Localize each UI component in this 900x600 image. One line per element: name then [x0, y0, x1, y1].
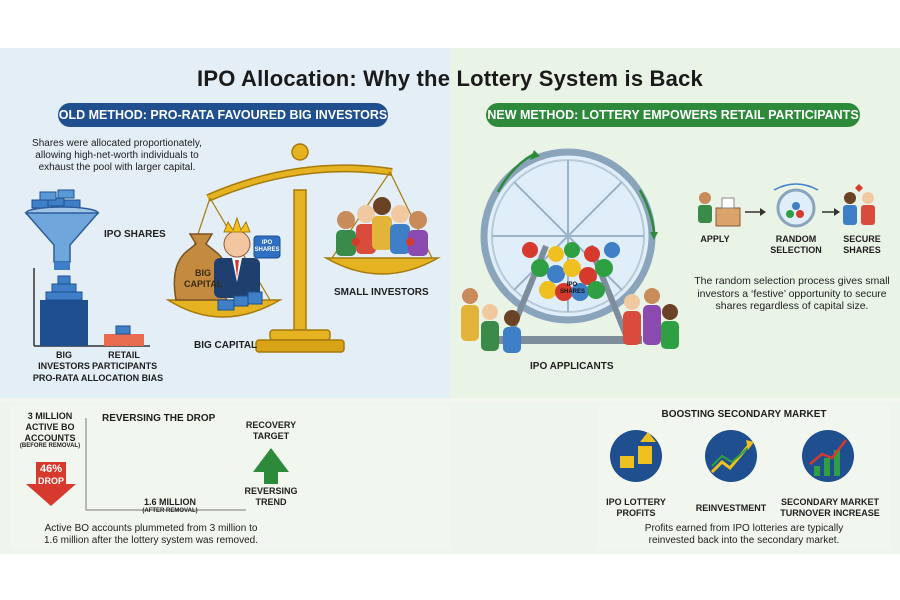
lottery-ball-label: IPO SHARES — [560, 282, 586, 296]
step-secure-line1: SECURE — [843, 234, 881, 244]
lottery-wheel-icon — [480, 148, 658, 344]
pro-rata-bias-label: PRO-RATA ALLOCATION BIAS — [32, 373, 164, 383]
bag-line1: BIG — [194, 268, 211, 278]
apply-step-icon — [698, 192, 741, 227]
secondary-heading: BOOSTING SECONDARY MARKET — [661, 409, 827, 420]
drop-value: 46% — [39, 463, 63, 475]
ball-line2: SHARES — [560, 289, 586, 296]
turnover-line1: SECONDARY MARKET — [780, 497, 879, 507]
reversing-caption-line1: Active BO accounts plummeted from 3 mill… — [44, 523, 258, 534]
trend-line2: TREND — [255, 496, 287, 507]
reversing-heading: REVERSING THE DROP — [102, 413, 216, 424]
recovery-arrow-icon — [253, 448, 289, 484]
recovery-target-label: RECOVERY TARGET — [236, 420, 306, 442]
coins-arrow-icon — [610, 430, 662, 482]
reinvestment-line1: REINVESTMENT — [695, 503, 767, 513]
step-apply-line1: APPLY — [700, 234, 730, 244]
reversing-trend-label: REVERSING TREND — [236, 486, 306, 508]
retail-line2: PARTICIPANTS — [92, 360, 158, 371]
allocation-bars — [33, 268, 150, 347]
businessman-icon — [214, 216, 281, 311]
old-desc-line3: exhaust the pool with larger capital. — [38, 162, 196, 173]
before-line2: ACTIVE BO — [25, 421, 75, 432]
secondary-item-reinvestment: REINVESTMENT — [690, 503, 772, 514]
reversing-caption-line2: 1.6 million after the lottery system was… — [44, 535, 258, 546]
secure-shares-icon — [843, 184, 875, 225]
old-desc-line1: Shares were allocated proportionately, — [32, 138, 202, 149]
step-random-line1: RANDOM — [775, 234, 817, 244]
page-title: IPO Allocation: Why the Lottery System i… — [197, 66, 703, 91]
step-random-line2: SELECTION — [770, 244, 822, 255]
ball-line1: IPO — [566, 282, 578, 288]
before-removal-label: 3 MILLION ACTIVE BO ACCOUNTS (BEFORE REM… — [16, 411, 84, 451]
ipo-box-line2: SHARES — [254, 247, 280, 254]
drop-arrow-icon — [26, 462, 76, 506]
new-method-description: The random selection process gives small… — [690, 275, 894, 313]
ipo-box-line1: IPO — [261, 240, 273, 246]
new-desc-line2: investors a ‘festive’ opportunity to sec… — [697, 287, 887, 300]
bag-line2: CAPITAL — [184, 278, 223, 289]
random-selection-icon — [773, 183, 819, 228]
secondary-item-turnover: SECONDARY MARKET TURNOVER INCREASE — [776, 497, 884, 519]
big-capital-label: BIG CAPITAL — [194, 340, 258, 351]
secondary-item-profits: IPO LOTTERY PROFITS — [596, 497, 676, 519]
profits-line2: PROFITS — [616, 507, 656, 518]
recovery-line2: TARGET — [252, 430, 290, 441]
after-value: 1.6 MILLION — [143, 497, 196, 507]
new-desc-line1: The random selection process gives small — [694, 275, 890, 287]
old-desc-line2: allowing high-net-worth individuals to — [35, 150, 199, 161]
after-note: (AFTER REMOVAL) — [142, 507, 198, 514]
drop-label: DROP — [37, 476, 64, 487]
step-secure-label: SECURE SHARES — [834, 234, 890, 256]
profits-line1: IPO LOTTERY — [606, 497, 666, 507]
section-divider — [0, 398, 900, 402]
ipo-applicants-label: IPO APPLICANTS — [530, 361, 614, 372]
reversing-drop-box — [10, 405, 450, 550]
secondary-caption-line1: Profits earned from IPO lotteries are ty… — [644, 523, 844, 534]
secondary-caption: Profits earned from IPO lotteries are ty… — [604, 523, 884, 547]
retail-participants-label: RETAIL PARTICIPANTS — [92, 350, 158, 372]
small-investors-group — [336, 197, 428, 256]
reversing-caption: Active BO accounts plummeted from 3 mill… — [16, 523, 286, 547]
step-apply-label: APPLY — [690, 234, 740, 245]
old-method-description: Shares were allocated proportionately, a… — [24, 138, 210, 174]
ipo-shares-label: IPO SHARES — [104, 229, 166, 240]
retail-line1: RETAIL — [108, 350, 140, 360]
small-investors-label: SMALL INVESTORS — [334, 287, 429, 298]
step-random-label: RANDOM SELECTION — [766, 234, 826, 256]
big-investors-line2: INVESTORS — [38, 360, 90, 371]
trend-line1: REVERSING — [244, 486, 298, 496]
old-method-heading: OLD METHOD: PRO-RATA FAVOURED BIG INVEST… — [58, 103, 388, 127]
turnover-line2: TURNOVER INCREASE — [780, 507, 880, 518]
big-investors-line1: BIG — [55, 350, 72, 360]
big-investors-label: BIG INVESTORS — [36, 350, 92, 372]
upward-chart-icon — [705, 430, 757, 482]
bar-growth-icon — [802, 430, 854, 482]
before-line1: 3 MILLION — [27, 411, 73, 421]
new-desc-line3: shares regardless of capital size. — [715, 300, 869, 313]
applicants-crowd — [461, 288, 679, 353]
before-line3: ACCOUNTS — [24, 432, 76, 443]
before-note: (BEFORE REMOVAL) — [19, 443, 81, 450]
funnel-icon — [24, 189, 100, 270]
new-method-heading: NEW METHOD: LOTTERY EMPOWERS RETAIL PART… — [486, 103, 860, 127]
ipo-shares-box-text: IPO SHARES — [254, 240, 280, 254]
drop-percent: 46% DROP — [28, 463, 74, 487]
after-removal-label: 1.6 MILLION (AFTER REMOVAL) — [130, 497, 210, 515]
recovery-line1: RECOVERY — [245, 420, 297, 430]
step-secure-line2: SHARES — [843, 244, 881, 255]
big-capital-bag-text: BIG CAPITAL — [184, 268, 222, 290]
secondary-caption-line2: reinvested back into the secondary marke… — [648, 535, 840, 546]
